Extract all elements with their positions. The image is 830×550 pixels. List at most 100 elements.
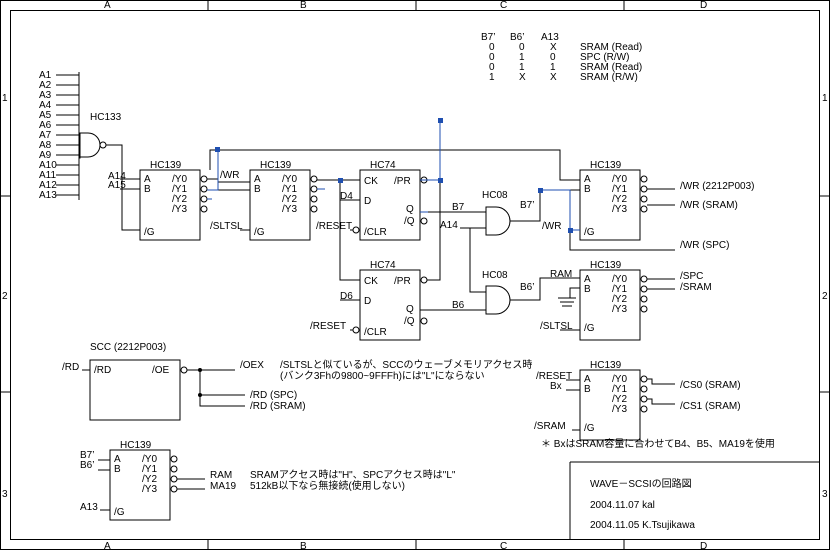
note-oex-line2: (バンク3Fhの9800~9FFFh)には"L"にならない (280, 370, 485, 382)
pin-g: /G (584, 227, 595, 238)
note-ma19: 512kB以下なら無接続(使用しない) (250, 479, 405, 492)
signal-reset: /RESET (310, 321, 346, 332)
address-line-label: A3 (39, 90, 52, 101)
chip-label: HC139 (260, 160, 292, 171)
address-line-label: A6 (39, 120, 52, 131)
pin-y1: /Y1 (612, 184, 627, 195)
truth-table-header-a13: A13 (541, 32, 559, 43)
pin-y2: /Y2 (172, 194, 187, 205)
pin-y1: /Y1 (612, 284, 627, 295)
scc-chip: SCC (2212P003) /RD /OE /RD /OEX /RD (SPC… (62, 342, 532, 421)
signal-ram: RAM (210, 470, 232, 481)
output-sram: /SRAM (680, 282, 712, 293)
pin-g: /G (584, 323, 595, 334)
pin-a: A (584, 174, 591, 185)
truth-table-row: 0 1 0 SPC (R/W) (489, 52, 629, 63)
pin-clr: /CLR (364, 227, 387, 238)
pin-y0: /Y0 (612, 174, 627, 185)
pin-d: D (364, 196, 371, 207)
tt-cell: X (550, 72, 557, 83)
address-line-label: A1 (39, 70, 52, 81)
chip-label: HC74 (370, 260, 396, 271)
truth-table-row: 0 0 X SRAM (Read) (489, 42, 642, 53)
signal-sram: /SRAM (534, 421, 566, 432)
tt-cell: 0 (489, 62, 495, 73)
pin-b: B (584, 284, 591, 295)
pin-qn: /Q (404, 216, 415, 227)
tt-cell: 0 (550, 52, 556, 63)
address-line-label: A7 (39, 130, 52, 141)
pin-y3: /Y3 (142, 484, 157, 495)
address-line-label: A12 (39, 180, 57, 191)
signal-rd: /RD (62, 362, 79, 373)
hc133-nand-gate: HC133 (79, 112, 140, 231)
signal-sltsl: /SLTSL (210, 221, 243, 232)
signal-b7: B7 (452, 202, 465, 213)
truth-table-header-b6: B6’ (510, 32, 524, 43)
pin-q: Q (406, 204, 414, 215)
pin-a: A (114, 454, 121, 465)
truth-table-header-b7: B7’ (481, 32, 495, 43)
tt-cell: 0 (489, 52, 495, 63)
frame-row-1-right: 1 (822, 93, 828, 104)
tt-cell: SRAM (Read) (580, 62, 642, 73)
pin-y3: /Y3 (282, 204, 297, 215)
pin-y0: /Y0 (612, 374, 627, 385)
frame-row-3-right: 3 (822, 489, 828, 500)
truth-table: B7’ B6’ A13 0 0 X SRAM (Read) 0 1 0 SPC … (481, 32, 642, 83)
pin-b: B (584, 384, 591, 395)
address-line-label: A5 (39, 110, 52, 121)
pin-ck: CK (364, 176, 378, 187)
pin-y1: /Y1 (142, 464, 157, 475)
address-line-label: A9 (39, 150, 52, 161)
output-wr-scc: /WR (2212P003) (680, 181, 754, 192)
pin-y1: /Y1 (612, 384, 627, 395)
pin-a: A (584, 374, 591, 385)
address-line-label: A13 (39, 190, 57, 201)
pin-y0: /Y0 (612, 274, 627, 285)
signal-b6: B6 (452, 300, 465, 311)
pin-oe: /OE (152, 365, 170, 376)
pin-g: /G (584, 423, 595, 434)
tt-cell: SPC (R/W) (580, 52, 629, 63)
signal-b6-prime: B6’ (80, 460, 94, 471)
signal-a13: A13 (80, 502, 98, 513)
tt-cell: X (519, 72, 526, 83)
pin-y1: /Y1 (172, 184, 187, 195)
frame-col-c-bottom: C (500, 541, 507, 550)
frame-row-2-right: 2 (822, 291, 828, 302)
pin-d: D (364, 296, 371, 307)
chip-label: HC08 (482, 190, 508, 201)
pin-y2: /Y2 (612, 194, 627, 205)
frame-col-b-bottom: B (300, 541, 307, 550)
signal-a15: A15 (108, 180, 126, 191)
pin-a: A (254, 174, 261, 185)
frame-row-2-left: 2 (2, 291, 8, 302)
frame-col-c-top: C (500, 0, 507, 11)
address-line-label: A11 (39, 170, 56, 181)
output-cs0: /CS0 (SRAM) (680, 380, 741, 391)
tt-cell: 1 (519, 62, 525, 73)
signal-d6: D6 (340, 291, 353, 302)
hc139-decoder-4: HC139 A B /G /Y0 /Y1 /Y2 /Y3 RAM /SLTSL … (540, 260, 712, 341)
chip-label: HC139 (590, 360, 622, 371)
frame-col-d-top: D (700, 0, 707, 11)
hc08-and-gate-1: HC08 B7 A14 B7’ (420, 189, 580, 236)
chip-label: HC74 (370, 160, 396, 171)
title-block-date-2: 2004.11.05 K.Tsujikawa (590, 520, 695, 531)
frame-col-a-top: A (104, 0, 111, 11)
signal-sltsl: /SLTSL (540, 321, 573, 332)
signal-b7-prime: B7’ (80, 450, 94, 461)
chip-label: HC139 (590, 260, 622, 271)
signal-reset: /RESET (316, 221, 352, 232)
output-oex: /OEX (240, 360, 264, 371)
frame-row-3-left: 3 (2, 489, 8, 500)
tt-cell: 1 (550, 62, 556, 73)
hc133-label: HC133 (90, 112, 122, 123)
frame-col-a-bottom: A (104, 541, 111, 550)
hc139-decoder-2: HC139 A B /G /Y0 /Y1 /Y2 /Y3 /WR /SLTSL (210, 160, 318, 241)
address-line-label: A10 (39, 160, 57, 171)
frame-col-b-top: B (300, 0, 307, 11)
tt-cell: SRAM (Read) (580, 42, 642, 53)
pin-b: B (584, 184, 591, 195)
